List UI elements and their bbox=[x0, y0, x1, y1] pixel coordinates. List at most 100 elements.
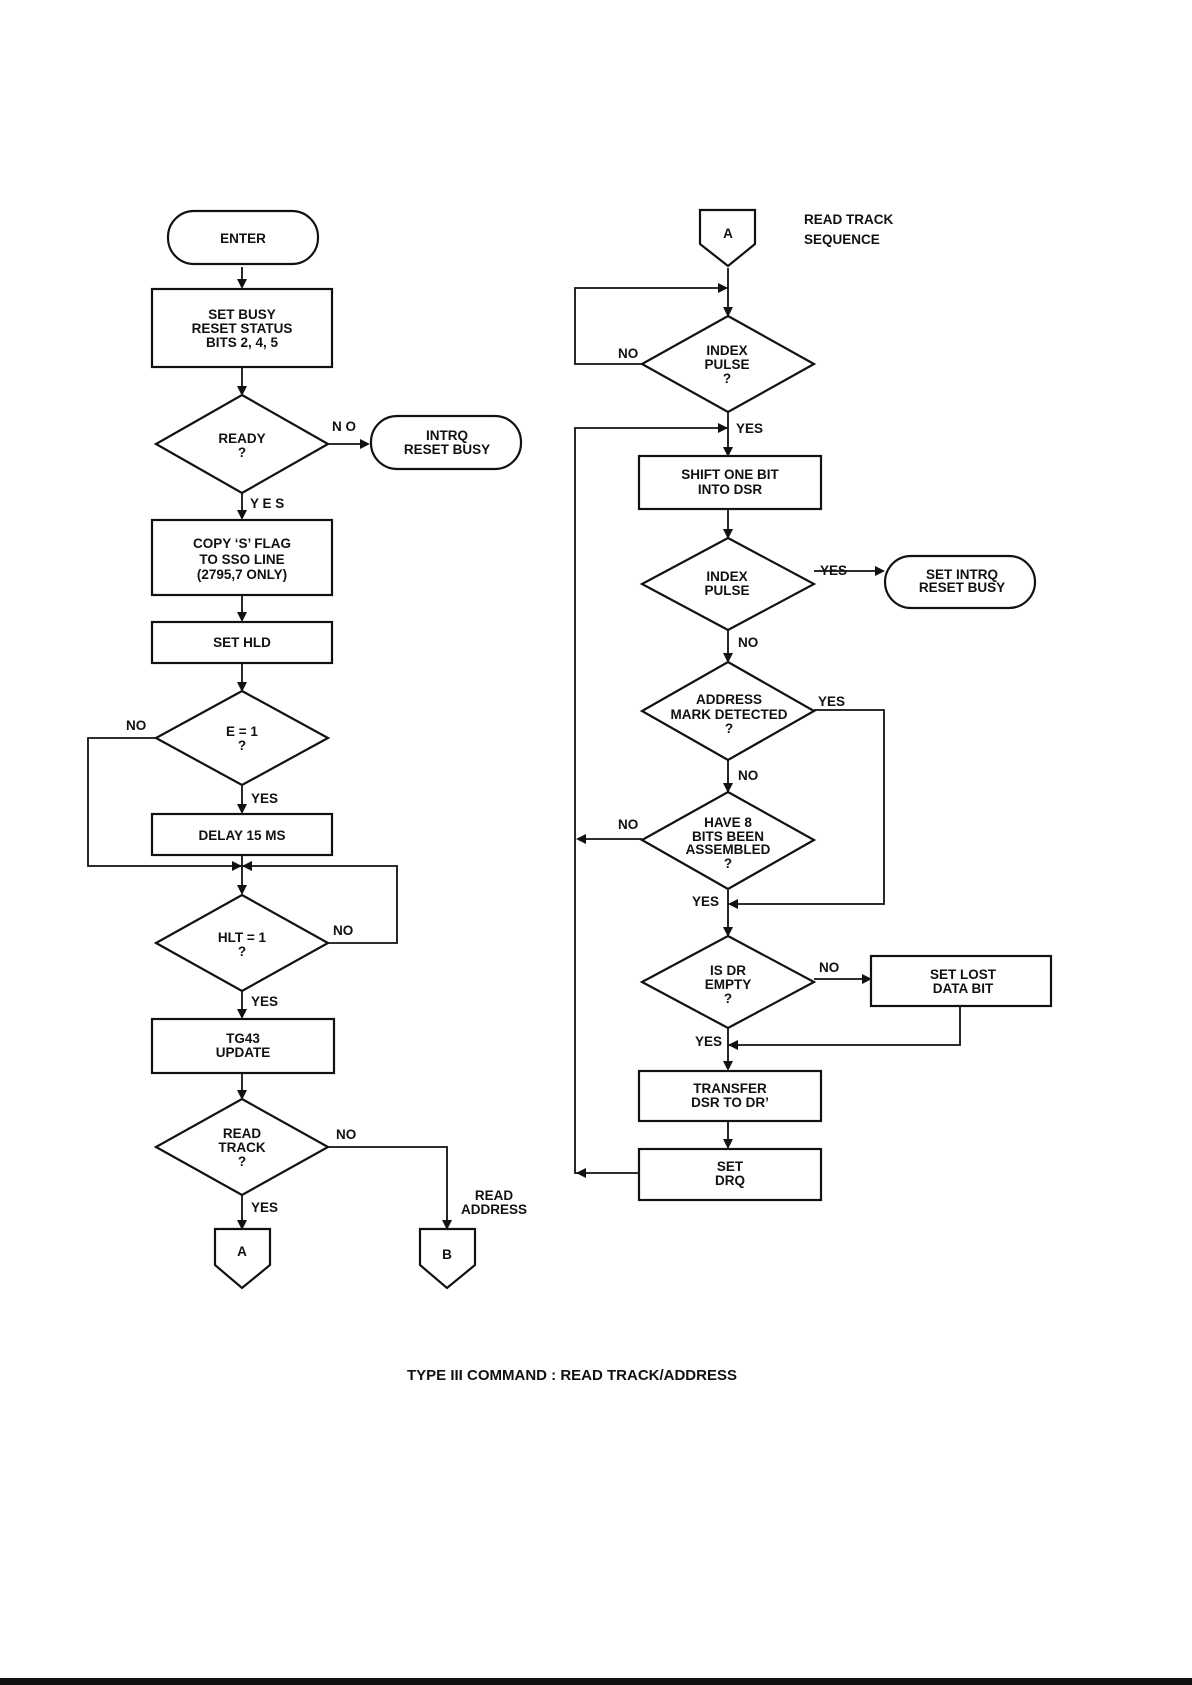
transfer-line-1: TRANSFER bbox=[693, 1081, 767, 1096]
arrowhead bbox=[723, 307, 733, 317]
tg43-update-process: TG43 UPDATE bbox=[150, 1017, 336, 1075]
dr-yes-label: YES bbox=[695, 1034, 722, 1049]
connector-b-label: B bbox=[442, 1247, 452, 1262]
address-line-2: MARK DETECTED bbox=[671, 707, 788, 722]
copy-line-1: COPY ‘S’ FLAG bbox=[193, 536, 291, 551]
e-line-2: ? bbox=[238, 738, 246, 753]
arrowhead bbox=[442, 1220, 452, 1230]
index-pulse-decision-1: INDEX PULSE ? bbox=[639, 314, 817, 414]
e-line-1: E = 1 bbox=[226, 724, 258, 739]
set-intrq-line-1: SET INTRQ bbox=[926, 567, 998, 582]
shift-line-1: SHIFT ONE BIT bbox=[681, 467, 779, 482]
left-flow: ENTER SET BUSY RESET STATUS BITS 2, 4, 5… bbox=[126, 209, 527, 1290]
arrowhead bbox=[723, 927, 733, 937]
dr-no-label: NO bbox=[819, 960, 839, 975]
index2-line-2: PULSE bbox=[704, 583, 749, 598]
tg43-line-1: TG43 bbox=[226, 1031, 260, 1046]
arrowheads bbox=[232, 279, 885, 1230]
read-track-line-1: READ bbox=[223, 1126, 262, 1141]
line-readtrack-to-b bbox=[328, 1146, 448, 1228]
index1-line-3: ? bbox=[723, 371, 731, 386]
arrowhead bbox=[237, 804, 247, 814]
enter-terminal: ENTER bbox=[166, 209, 320, 266]
index1-yes-label: YES bbox=[736, 421, 763, 436]
bottom-rule bbox=[0, 1678, 1192, 1685]
index2-yes-label: YES bbox=[820, 563, 847, 578]
index2-line-1: INDEX bbox=[706, 569, 747, 584]
shift-one-bit-process: SHIFT ONE BIT INTO DSR bbox=[637, 454, 823, 511]
read-address-line-2: ADDRESS bbox=[461, 1202, 527, 1217]
isdr-line-2: EMPTY bbox=[705, 977, 752, 992]
set-busy-line-1: SET BUSY bbox=[208, 307, 276, 322]
have8-line-2: BITS BEEN bbox=[692, 829, 764, 844]
arrowhead bbox=[237, 885, 247, 895]
isdr-line-3: ? bbox=[724, 991, 732, 1006]
arrowhead bbox=[360, 439, 370, 449]
line-e-no-loop bbox=[87, 737, 242, 867]
tg43-line-2: UPDATE bbox=[216, 1045, 271, 1060]
arrowhead bbox=[862, 974, 872, 984]
arrowhead bbox=[237, 1220, 247, 1230]
ready-decision: READY ? bbox=[153, 393, 331, 495]
arrowhead bbox=[723, 1061, 733, 1071]
set-drq-process: SET DRQ bbox=[637, 1147, 823, 1202]
address-line-1: ADDRESS bbox=[696, 692, 762, 707]
copy-line-3: (2795,7 ONLY) bbox=[197, 567, 287, 582]
hlt-equals-1-decision: HLT = 1 ? bbox=[153, 893, 331, 993]
arrowhead bbox=[237, 1090, 247, 1100]
index1-line-1: INDEX bbox=[706, 343, 747, 358]
arrowhead bbox=[576, 834, 586, 844]
have-8-bits-decision: HAVE 8 BITS BEEN ASSEMBLED ? bbox=[639, 790, 817, 891]
line-index1-no-loop bbox=[574, 287, 728, 365]
address-no-label: NO bbox=[738, 768, 758, 783]
set-drq-line-2: DRQ bbox=[715, 1173, 745, 1188]
line-return-loop bbox=[574, 427, 728, 1174]
have8-no-label: NO bbox=[618, 817, 638, 832]
set-busy-line-2: RESET STATUS bbox=[192, 321, 293, 336]
transfer-process: TRANSFER DSR TO DR’ bbox=[637, 1069, 823, 1123]
transfer-line-2: DSR TO DR’ bbox=[691, 1095, 769, 1110]
ready-no-label: N O bbox=[332, 419, 356, 434]
arrowhead bbox=[237, 510, 247, 520]
is-dr-empty-decision: IS DR EMPTY ? bbox=[639, 934, 817, 1030]
enter-label: ENTER bbox=[220, 231, 266, 246]
arrowhead bbox=[237, 1009, 247, 1019]
set-lost-line-2: DATA BIT bbox=[933, 981, 994, 996]
have8-line-1: HAVE 8 bbox=[704, 815, 752, 830]
have8-line-4: ? bbox=[724, 856, 732, 871]
arrowhead bbox=[718, 423, 728, 433]
arrowhead bbox=[875, 566, 885, 576]
isdr-line-1: IS DR bbox=[710, 963, 746, 978]
have8-line-3: ASSEMBLED bbox=[686, 842, 771, 857]
copy-s-flag-process: COPY ‘S’ FLAG TO SSO LINE (2795,7 ONLY) bbox=[150, 518, 334, 597]
address-yes-label: YES bbox=[818, 694, 845, 709]
arrowhead bbox=[728, 1040, 738, 1050]
intrq-line-1: INTRQ bbox=[426, 428, 468, 443]
e-no-label: NO bbox=[126, 718, 146, 733]
set-busy-line-3: BITS 2, 4, 5 bbox=[206, 335, 279, 350]
sequence-label-line-1: READ TRACK bbox=[804, 212, 893, 227]
connector-a-entry-label: A bbox=[723, 226, 733, 241]
read-track-no-label: NO bbox=[336, 1127, 356, 1142]
delay-label: DELAY 15 MS bbox=[198, 828, 285, 843]
read-address-line-1: READ bbox=[475, 1188, 514, 1203]
arrowhead bbox=[723, 653, 733, 663]
hlt-yes-label: YES bbox=[251, 994, 278, 1009]
read-track-line-2: TRACK bbox=[218, 1140, 265, 1155]
line-address-yes-bypass bbox=[728, 709, 885, 905]
set-intrq-line-2: RESET BUSY bbox=[919, 580, 1005, 595]
connector-b-offpage: B bbox=[418, 1227, 477, 1290]
set-busy-process: SET BUSY RESET STATUS BITS 2, 4, 5 bbox=[150, 287, 334, 369]
connector-a-offpage: A bbox=[213, 1227, 272, 1290]
arrowhead bbox=[723, 529, 733, 539]
arrowhead bbox=[718, 283, 728, 293]
arrowhead bbox=[242, 861, 252, 871]
e-equals-1-decision: E = 1 ? bbox=[153, 689, 331, 787]
hlt-line-1: HLT = 1 bbox=[218, 930, 267, 945]
figure-caption: TYPE III COMMAND : READ TRACK/ADDRESS bbox=[407, 1367, 737, 1384]
read-track-line-3: ? bbox=[238, 1154, 246, 1169]
arrowhead bbox=[237, 682, 247, 692]
set-hld-process: SET HLD bbox=[150, 620, 334, 665]
line-hlt-no-loop bbox=[242, 865, 398, 944]
set-drq-line-1: SET bbox=[717, 1159, 744, 1174]
